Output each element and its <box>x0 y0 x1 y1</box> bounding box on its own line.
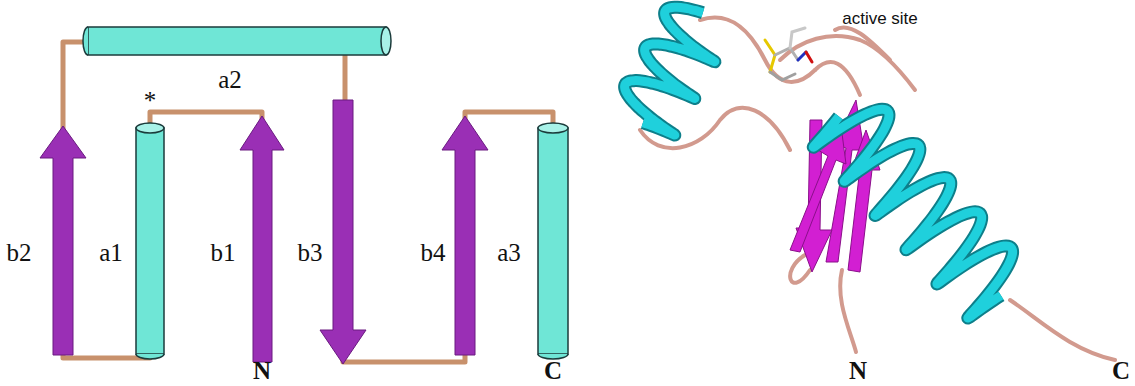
helix-outline <box>625 7 715 135</box>
alpha-cylinders-part <box>136 128 164 354</box>
ribbon-loops-part <box>780 36 915 90</box>
loop-lines-part <box>63 42 88 130</box>
terminus-label: C <box>544 358 562 383</box>
ribbon-loops-part <box>1010 300 1115 360</box>
helix-ribbon <box>813 109 1012 318</box>
alpha-cylinders-part <box>88 27 386 55</box>
helix-outline <box>813 109 1012 318</box>
marker-star: * <box>144 88 157 113</box>
terminus-label: N <box>849 358 867 383</box>
loop-lines-part <box>343 55 348 102</box>
alpha-cylinders-part <box>136 354 164 359</box>
helix-ribbon <box>625 7 715 135</box>
alpha-cylinders-part <box>538 128 568 354</box>
alpha-cylinders <box>83 27 568 359</box>
active-site-sticks <box>765 28 812 80</box>
helix-label: a2 <box>218 67 242 92</box>
active-site-sticks-part <box>775 48 798 60</box>
strand-label: b1 <box>211 240 236 265</box>
ribbon-loops-part <box>835 27 890 60</box>
alpha-cylinders-part <box>538 123 568 133</box>
active-site-sticks-part <box>806 52 812 62</box>
ribbon-loops-part <box>815 62 860 95</box>
active-site-sticks-part <box>798 52 806 60</box>
terminus-label: N <box>253 358 271 383</box>
ribbon-helices <box>625 7 1013 318</box>
ribbon-loops-part <box>840 270 856 352</box>
strand-label: b3 <box>298 240 323 265</box>
loop-lines <box>63 42 553 362</box>
site-label: active site <box>842 10 918 27</box>
beta-strands-part <box>40 126 86 355</box>
strand-label: b4 <box>421 240 446 265</box>
beta-strands <box>40 100 488 364</box>
beta-strands-part <box>240 116 284 362</box>
beta-strands-part <box>320 100 366 364</box>
alpha-cylinders-part <box>136 123 164 133</box>
alpha-cylinders-part <box>381 27 391 55</box>
terminus-label: C <box>1112 358 1130 383</box>
ribbon-loops-part <box>700 17 815 82</box>
helix-label: a3 <box>497 240 521 265</box>
loop-lines-part <box>150 112 262 128</box>
alpha-cylinders-part <box>83 27 88 55</box>
beta-strands-part <box>442 116 488 355</box>
loop-lines-part <box>343 352 465 362</box>
active-site-sticks-part <box>765 40 775 72</box>
active-site-sticks-part <box>790 28 805 48</box>
active-site-sticks-part <box>770 72 795 80</box>
helix-label: a1 <box>99 240 123 265</box>
strand-label: b2 <box>7 240 32 265</box>
ribbon-loops <box>640 17 1115 360</box>
